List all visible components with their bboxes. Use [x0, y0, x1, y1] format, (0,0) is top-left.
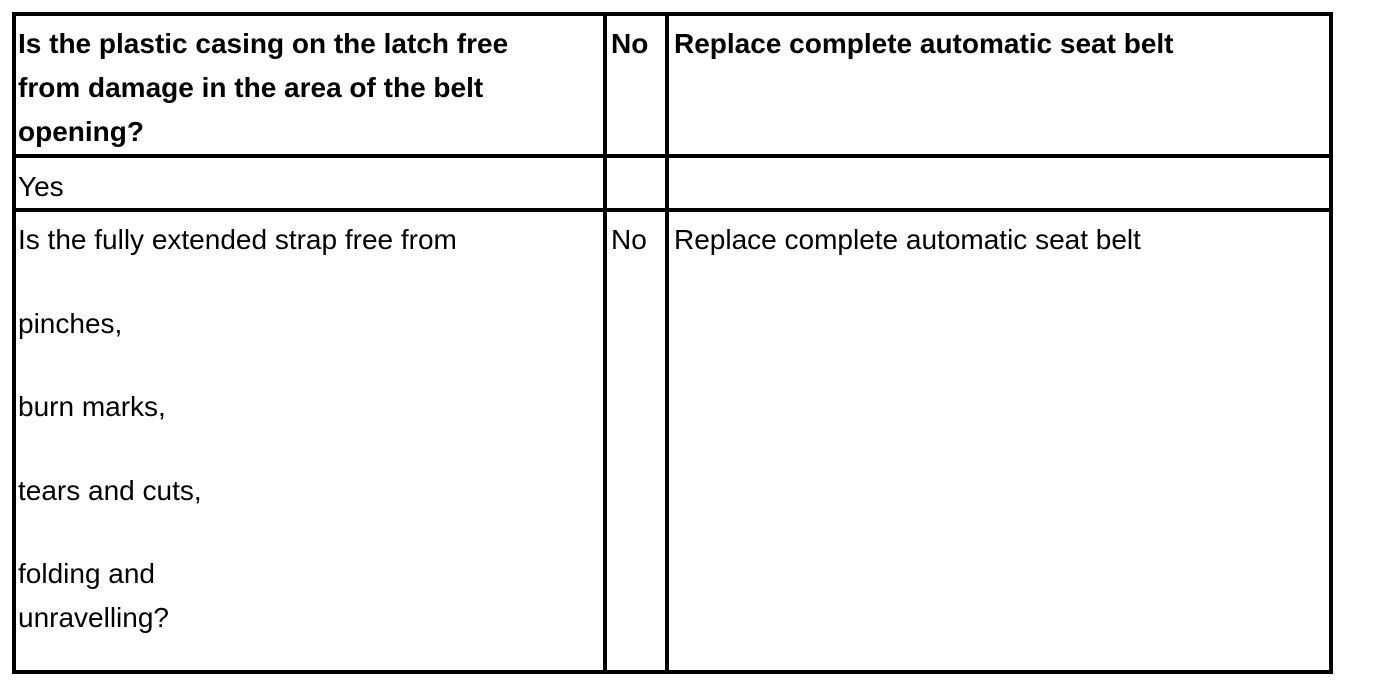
row-3-question-line-2: pinches, — [18, 308, 123, 339]
row-1-action: Replace complete automatic seat belt — [674, 28, 1174, 59]
column-divider-2 — [665, 16, 669, 670]
row-1-question: Is the plastic casing on the latch free … — [18, 22, 508, 154]
row-2-question: Yes — [18, 171, 64, 202]
row-1-question-line-2: from damage in the area of the belt — [18, 72, 484, 103]
row-3-answer: No — [611, 224, 647, 255]
row-1-question-line-3: opening? — [18, 116, 144, 147]
row-3-question-line-4: tears and cuts, — [18, 475, 202, 506]
row-3-action: Replace complete automatic seat belt — [674, 224, 1141, 255]
inspection-table: Is the plastic casing on the latch free … — [12, 12, 1333, 674]
row-3-question-line-3: burn marks, — [18, 391, 166, 422]
row-3-question-line-5: folding and — [18, 558, 156, 589]
column-divider-1 — [603, 16, 607, 670]
row-1-question-line-1: Is the plastic casing on the latch free — [18, 28, 509, 59]
row-divider-2 — [16, 208, 1329, 212]
row-3-question-line-6: unravelling? — [18, 602, 169, 633]
row-divider-1 — [16, 154, 1329, 158]
row-1-answer: No — [611, 28, 649, 59]
row-3-question-line-1: Is the fully extended strap free from — [18, 224, 457, 255]
